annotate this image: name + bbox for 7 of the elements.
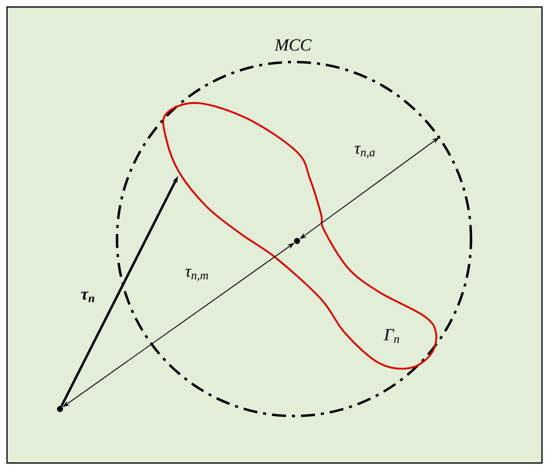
point <box>57 406 63 412</box>
edge-label: τ$_{n,m}$ <box>185 268 208 282</box>
edge-label: τ$_{n,a}$ <box>354 146 375 158</box>
point <box>294 238 300 244</box>
edge-label: τ$_{n}$ <box>81 292 94 302</box>
circle <box>116 60 472 418</box>
circle-label: MCC <box>274 39 312 51</box>
